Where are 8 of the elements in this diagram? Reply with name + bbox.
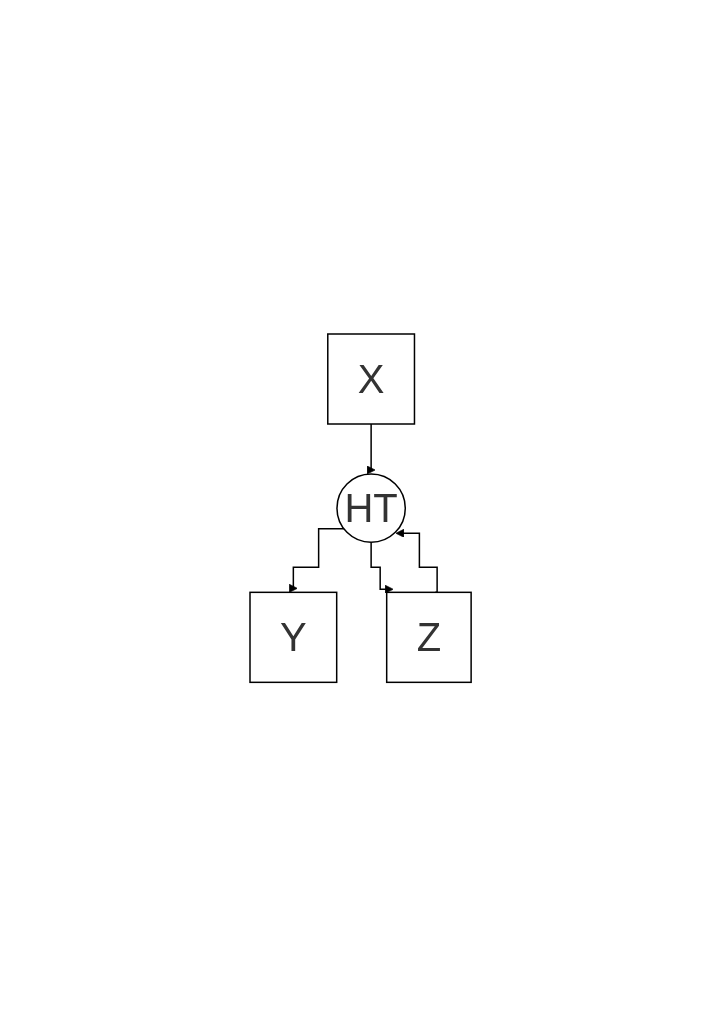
arrow (366, 423, 376, 475)
node-circle: HT (336, 473, 406, 543)
arrow (395, 528, 438, 593)
node-box: X (326, 333, 416, 425)
arrow (370, 541, 394, 594)
node-box: Z (385, 591, 472, 683)
arrow (288, 527, 345, 593)
node-box: Y (249, 591, 338, 683)
